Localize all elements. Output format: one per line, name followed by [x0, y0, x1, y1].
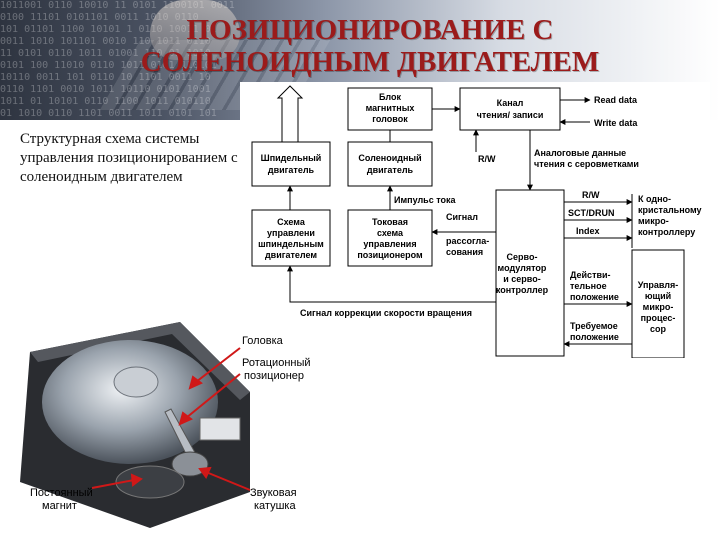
servo-line-4: контроллер — [496, 285, 549, 295]
current-ctrl-line-3: управления — [363, 239, 416, 249]
rw-label-1: R/W — [478, 154, 496, 164]
mcu-line-2: ющий — [645, 291, 671, 301]
required-pos-line-2: положение — [570, 332, 619, 342]
mismatch-line-2: рассогла- — [446, 236, 489, 246]
hdd-spindle-hub — [114, 367, 158, 397]
label-positioner-1: Ротационный — [242, 357, 311, 369]
block-read-write-channel — [460, 88, 560, 130]
channel-line-2: чтения/ записи — [477, 110, 544, 120]
hdd-connector — [200, 418, 240, 440]
label-positioner-2: позиционер — [244, 370, 304, 382]
solenoid-line-2: двигатель — [367, 165, 414, 175]
hdd-photo: Головка Ротационный позиционер Постоянны… — [0, 322, 330, 532]
speed-correction-line — [290, 266, 496, 302]
read-data-label: Read data — [594, 95, 638, 105]
spindle-shaft-arrow — [278, 86, 302, 142]
spindle-ctrl-line-4: двигателем — [265, 250, 317, 260]
block-diagram: Блок магнитных головок Канал чтения/ зап… — [240, 82, 710, 358]
slide-title: ПОЗИЦИОНИРОВАНИЕ С СОЛЕНОИДНЫМ ДВИГАТЕЛЕ… — [60, 14, 680, 78]
label-magnet-2: магнит — [42, 500, 77, 512]
speed-correction-label: Сигнал коррекции скорости вращения — [300, 308, 472, 318]
mcu-line-4: процес- — [641, 313, 676, 323]
mismatch-line-1: Сигнал — [446, 212, 478, 222]
mcu-line-1: Управля- — [638, 280, 679, 290]
to-mcu-line-4: контроллеру — [638, 227, 695, 237]
to-mcu-line-1: К одно- — [638, 194, 671, 204]
analog-data-line-2: чтения с серовметками — [534, 159, 639, 169]
label-coil-1: Звуковая — [250, 487, 297, 499]
title-line-1: ПОЗИЦИОНИРОВАНИЕ С — [187, 14, 554, 46]
spindle-ctrl-line-2: управлени — [267, 228, 315, 238]
current-ctrl-line-1: Токовая — [372, 217, 408, 227]
actual-pos-line-1: Действи- — [570, 270, 611, 280]
block-solenoid-motor — [348, 142, 432, 186]
actual-pos-line-2: тельное — [570, 281, 607, 291]
mcu-line-5: сор — [650, 324, 667, 334]
actual-pos-line-3: положение — [570, 292, 619, 302]
current-ctrl-line-4: позиционером — [357, 250, 423, 260]
label-magnet-1: Постоянный — [30, 487, 93, 499]
label-head: Головка — [242, 335, 284, 347]
write-data-label: Write data — [594, 118, 638, 128]
spindle-ctrl-line-3: шпиндельным — [258, 239, 324, 249]
heads-line-1: Блок — [379, 92, 402, 102]
mcu-line-3: микро- — [643, 302, 674, 312]
rw-label-2: R/W — [582, 190, 600, 200]
current-ctrl-line-2: схема — [377, 228, 404, 238]
required-pos-line-1: Требуемое — [570, 321, 618, 331]
heads-line-3: головок — [372, 114, 408, 124]
to-mcu-line-3: микро- — [638, 216, 669, 226]
to-mcu-line-2: кристальному — [638, 205, 702, 215]
sct-drun-label: SCT/DRUN — [568, 208, 615, 218]
channel-line-1: Канал — [497, 98, 524, 108]
solenoid-line-1: Соленоидный — [358, 153, 421, 163]
block-servo-modulator — [496, 190, 564, 356]
label-coil-2: катушка — [254, 500, 296, 512]
spindle-line-2: двигатель — [268, 165, 315, 175]
servo-line-1: Серво- — [507, 252, 538, 262]
title-line-2: СОЛЕНОИДНЫМ ДВИГАТЕЛЕМ — [141, 46, 599, 78]
servo-line-2: модулятор — [498, 263, 547, 273]
block-spindle-motor — [252, 142, 330, 186]
current-pulse-label: Импульс тока — [394, 195, 456, 205]
index-label: Index — [576, 226, 600, 236]
spindle-ctrl-line-1: Схема — [277, 217, 306, 227]
spindle-line-1: Шпидельный — [261, 153, 322, 163]
slide-description: Структурная схема системы управления поз… — [20, 130, 250, 187]
analog-data-line-1: Аналоговые данные — [534, 148, 626, 158]
heads-line-2: магнитных — [366, 103, 415, 113]
mismatch-line-3: сования — [446, 247, 483, 257]
servo-line-3: и серво- — [503, 274, 540, 284]
